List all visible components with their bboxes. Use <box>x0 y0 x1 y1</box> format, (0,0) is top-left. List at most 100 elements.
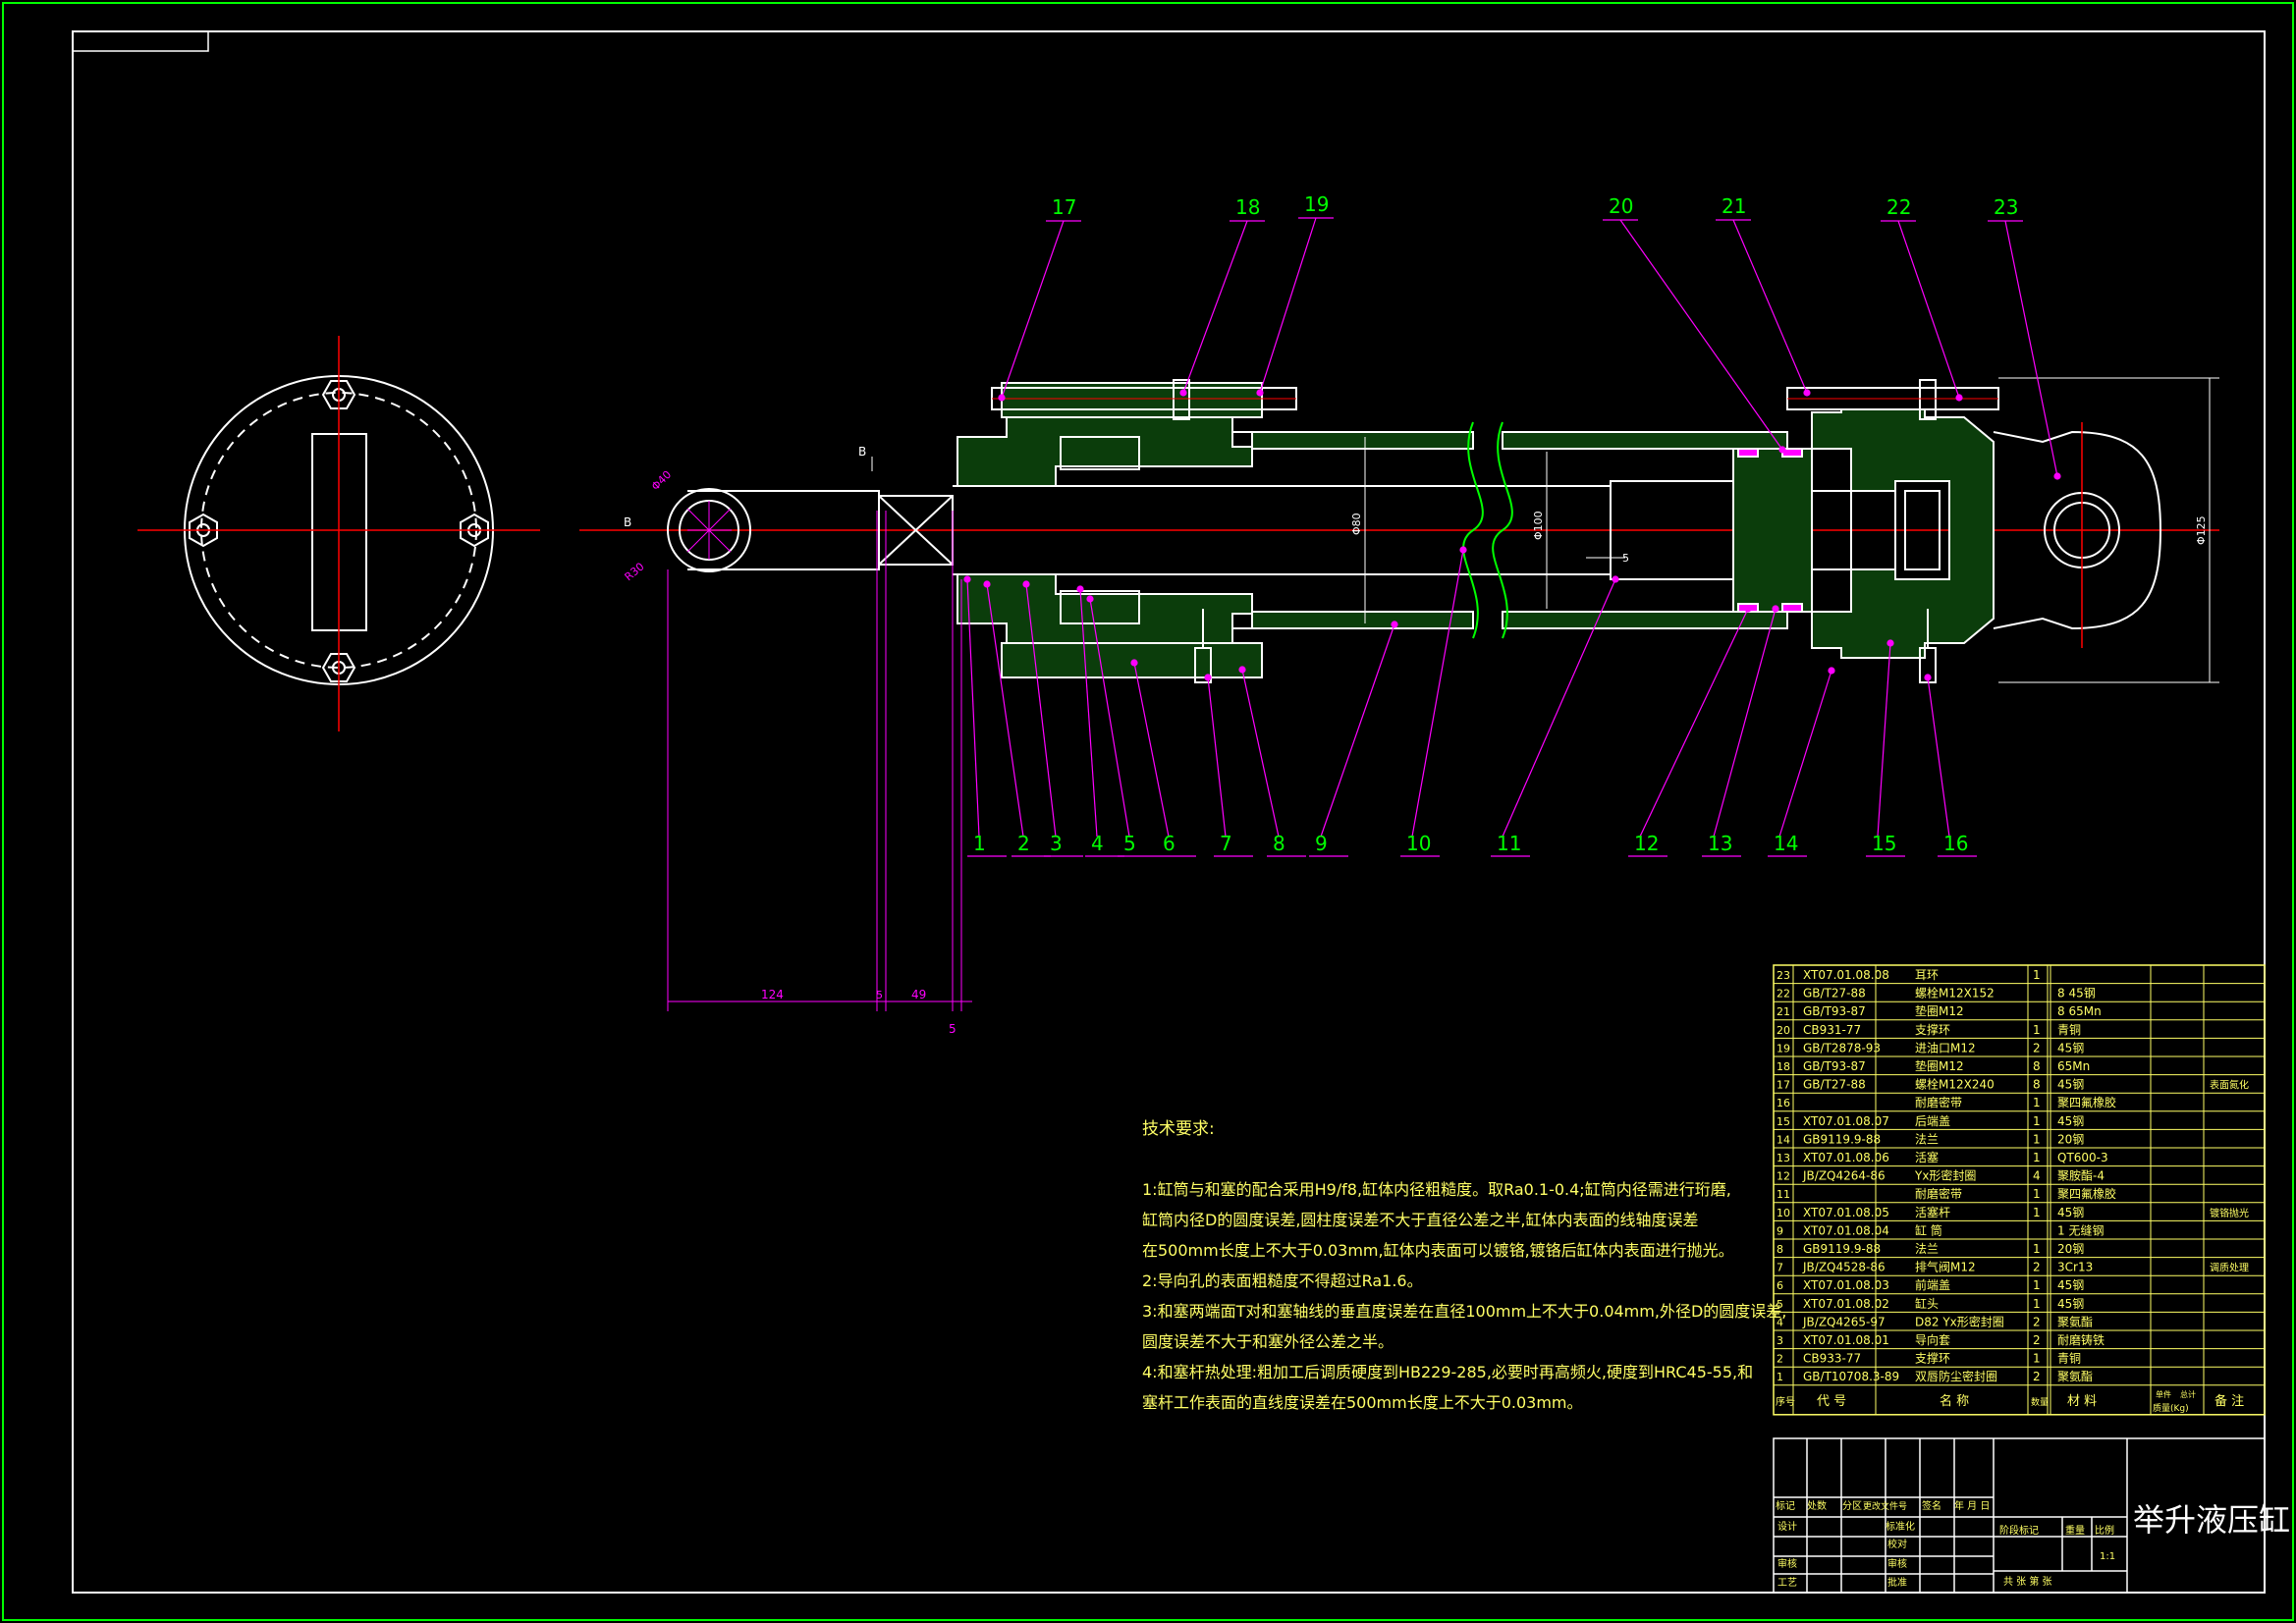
leader-dot <box>1130 659 1138 667</box>
leader-line <box>1133 662 1170 838</box>
dim-phi80: Φ80 <box>1350 513 1363 535</box>
bom-cell-material: 20钢 <box>2057 1132 2084 1146</box>
bom-cell-no: 13 <box>1777 1152 1790 1164</box>
bom-cell-no: 19 <box>1777 1042 1790 1055</box>
leader-dot <box>1828 667 1835 675</box>
tb-mark: 标记 <box>1776 1500 1795 1512</box>
balloon-label-bottom: 12 <box>1634 832 1659 855</box>
balloon-label-top: 22 <box>1886 195 1911 219</box>
bom-cell-name: 后端盖 <box>1915 1114 1950 1128</box>
leader-dot <box>1459 546 1467 554</box>
tb-check: 审核 <box>1777 1557 1797 1570</box>
end-view <box>137 336 540 731</box>
bom-cell-no: 3 <box>1777 1334 1783 1347</box>
dim-5a: 5 <box>876 989 883 1001</box>
bom-header-unit_weight: 单件 <box>2156 1389 2171 1399</box>
bom-header-remark: 备 注 <box>2214 1393 2244 1409</box>
balloon-label-top: 20 <box>1609 194 1633 218</box>
bom-cell-name: 排气阀M12 <box>1915 1260 1976 1274</box>
balloon-label-bottom: 8 <box>1273 832 1285 855</box>
leader-line <box>2004 220 2058 477</box>
bom-cell-material: 45钢 <box>2057 1278 2084 1292</box>
bom-cell-name: Yx形密封圈 <box>1914 1168 1976 1183</box>
leader-dot <box>1022 580 1030 588</box>
leader-line <box>1182 220 1248 394</box>
bom-cell-no: 12 <box>1777 1170 1790 1183</box>
bom-cell-remark: 表面氮化 <box>2210 1079 2249 1092</box>
leader-line <box>1732 219 1808 394</box>
bom-cell-material: 聚氨酯 <box>2057 1315 2093 1328</box>
leader-dot <box>1955 394 1963 402</box>
notes-line: 缸筒内径D的圆度误差,圆柱度误差不大于直径公差之半,缸体内表面的线轴度误差 <box>1142 1211 1699 1229</box>
balloon-label-top: 19 <box>1304 192 1329 216</box>
bom-cell-code: XT07.01.08.07 <box>1803 1114 1889 1128</box>
dim-49: 49 <box>911 988 926 1001</box>
leader-line <box>1639 608 1749 838</box>
tb-scale: 比例 <box>2095 1524 2114 1537</box>
tb-sign: 签名 <box>1922 1499 1941 1512</box>
tb-approve: 批准 <box>1887 1576 1907 1589</box>
bom-cell-qty: 1 <box>2033 1096 2041 1109</box>
bom-cell-code: XT07.01.08.08 <box>1803 968 1889 982</box>
tb-review: 审核 <box>1887 1557 1907 1570</box>
bom-cell-material: 20钢 <box>2057 1242 2084 1256</box>
bom-cell-no: 7 <box>1777 1262 1783 1274</box>
bom-cell-name: 支撑环 <box>1915 1351 1950 1366</box>
bom-cell-material: 青铜 <box>2057 1351 2081 1366</box>
notes-line: 在500mm长度上不大于0.03mm,缸体内表面可以镀铬,镀铬后缸体内表面进行抛… <box>1142 1241 1734 1260</box>
bom-cell-material: 45钢 <box>2057 1206 2084 1219</box>
balloon-label-bottom: 6 <box>1163 832 1175 855</box>
tb-scale-value: 1:1 <box>2100 1551 2115 1562</box>
balloon-label-bottom: 5 <box>1123 832 1136 855</box>
tb-design: 设计 <box>1777 1520 1797 1533</box>
balloon-label-bottom: 13 <box>1708 832 1732 855</box>
technical-requirements: 技术要求: 1:缸筒与和塞的配合采用H9/f8,缸体内径粗糙度。取Ra0.1-0… <box>1142 1114 1786 1418</box>
section-marker-top: B <box>858 445 866 459</box>
bom-cell-code: CB933-77 <box>1803 1352 1861 1366</box>
bom-header-qty: 数量 <box>2031 1396 2049 1408</box>
leader-dot <box>1076 585 1084 593</box>
corner-tab <box>72 30 209 52</box>
bom-cell-name: 导向套 <box>1915 1332 1950 1347</box>
bom-cell-code: GB/T93-87 <box>1803 1004 1866 1018</box>
bom-cell-qty: 1 <box>2033 1242 2041 1256</box>
balloon-label-top: 21 <box>1722 194 1746 218</box>
inner-border <box>72 30 2266 1594</box>
leader-dot <box>1256 389 1264 397</box>
leader-line <box>966 578 980 838</box>
notes-line: 2:导向孔的表面粗糙度不得超过Ra1.6。 <box>1142 1271 1423 1290</box>
notes-line: 圆度误差不大于和塞外径公差之半。 <box>1142 1332 1394 1351</box>
leader-dot <box>1179 389 1187 397</box>
bom-cell-name: 双唇防尘密封圈 <box>1915 1369 1997 1383</box>
bom-cell-qty: 1 <box>2033 1151 2041 1164</box>
bom-cell-code: XT07.01.08.05 <box>1803 1206 1889 1219</box>
dim-124: 124 <box>761 988 784 1001</box>
leader-dot <box>1744 605 1752 613</box>
bom-header-name: 名 称 <box>1940 1393 1969 1409</box>
bom-cell-name: 法兰 <box>1915 1242 1939 1256</box>
bom-cell-material: 聚氨酯 <box>2057 1370 2093 1383</box>
bom-cell-code: JB/ZQ4265-97 <box>1802 1315 1886 1328</box>
leader-line <box>1001 220 1065 399</box>
bom-cell-qty: 1 <box>2033 1132 2041 1146</box>
leader-line <box>1778 670 1832 838</box>
bom-cell-material: 45钢 <box>2057 1041 2084 1055</box>
leader-line <box>1025 583 1057 838</box>
bom-cell-no: 23 <box>1777 969 1790 982</box>
bom-cell-code: GB/T93-87 <box>1803 1059 1866 1073</box>
balloon-label-top: 18 <box>1235 195 1260 219</box>
leader-dot <box>2053 472 2061 480</box>
bom-cell-name: 缸 筒 <box>1915 1222 1942 1237</box>
leader-dot <box>1204 674 1212 681</box>
bom-cell-code: XT07.01.08.02 <box>1803 1297 1889 1311</box>
leader-line <box>1089 598 1130 838</box>
bom-cell-qty: 8 <box>2033 1059 2041 1073</box>
balloon-label-bottom: 1 <box>973 832 986 855</box>
bom-cell-name: 活塞杆 <box>1915 1205 1950 1219</box>
balloon-label-bottom: 2 <box>1017 832 1030 855</box>
bom-cell-code: JB/ZQ4264-86 <box>1802 1169 1886 1183</box>
bom-cell-name: 垫圈M12 <box>1915 1058 1964 1073</box>
leader-line <box>1320 623 1395 838</box>
bom-cell-no: 18 <box>1777 1060 1790 1073</box>
